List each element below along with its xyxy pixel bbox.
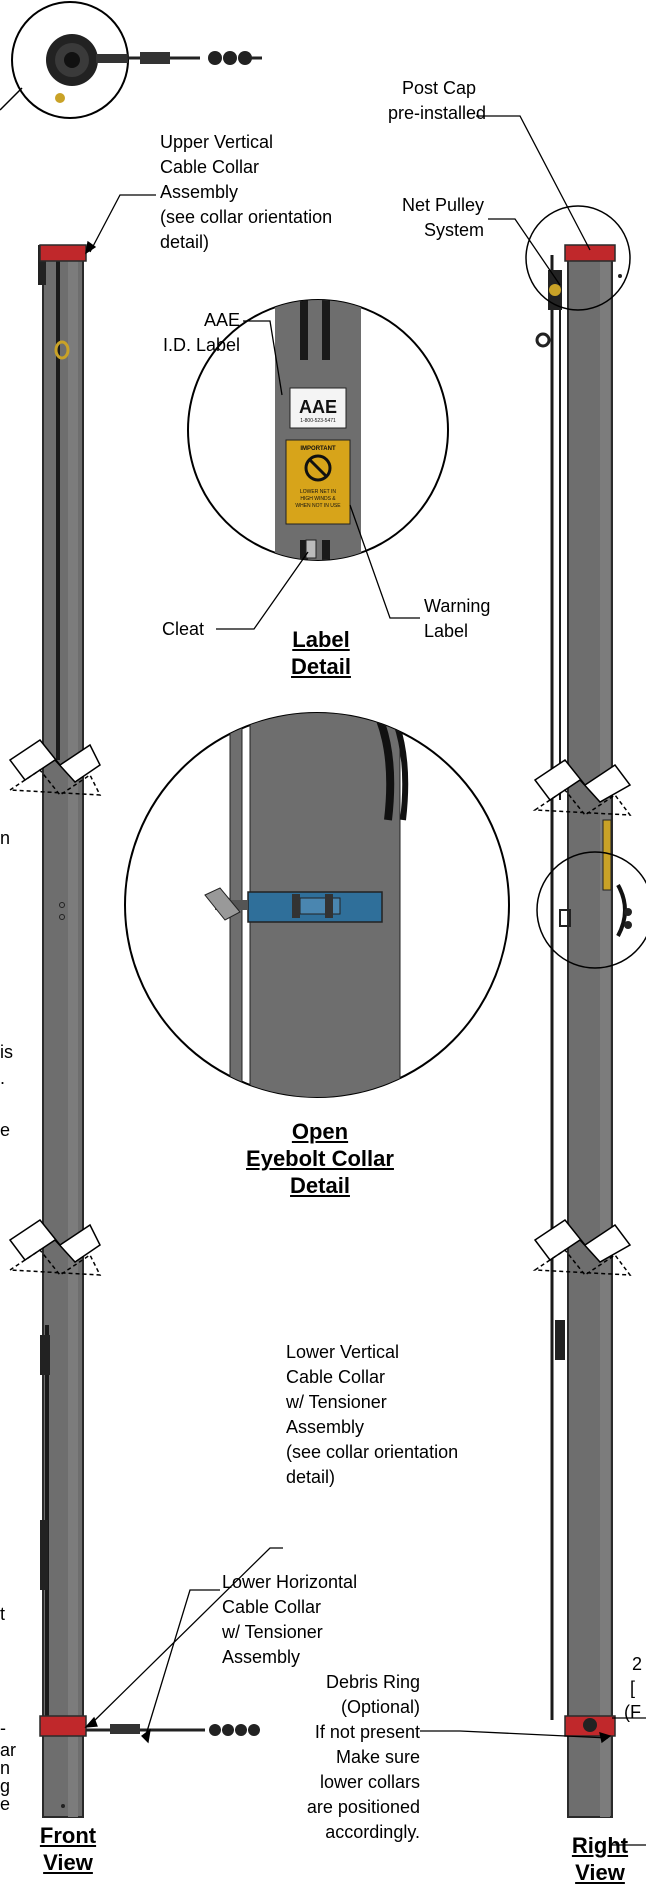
edge-text-left-10: e	[0, 1794, 11, 1814]
cleat-label: Cleat	[162, 619, 205, 639]
cleat-icon	[305, 539, 317, 559]
eyebolt-detail-circle	[124, 712, 510, 1098]
lower-collar	[39, 1715, 87, 1737]
net-hook-detail-circle	[0, 1, 262, 119]
aae-phone-text: 1-800-523-5471	[300, 418, 336, 424]
eyebolt-icon	[559, 884, 632, 937]
warning-label: Warning Label	[424, 596, 491, 641]
right-upper-collar	[564, 244, 616, 262]
aae-brand-text: AAE	[299, 397, 337, 417]
right-view-title: Right View	[571, 1833, 629, 1885]
right-break-marks	[532, 758, 632, 1277]
pulley-detail-circle	[525, 205, 631, 311]
warning-sign: IMPORTANT LOWER NET IN HIGH WINDS & WHEN…	[285, 439, 351, 525]
label-detail-circle: AAE 1-800-523-5471 IMPORTANT LOWER NET I…	[187, 299, 449, 561]
spring-hook-icon	[209, 1724, 260, 1736]
upper-collar-label: Upper Vertical Cable Collar Assembly (se…	[160, 132, 333, 252]
upper-collar	[39, 244, 87, 262]
aae-label: AAE I.D. Label	[162, 310, 240, 355]
no-symbol-icon	[304, 454, 332, 482]
right-view-pole	[535, 244, 622, 1818]
edge-text-left-4: e	[0, 1120, 11, 1140]
spring-hook-icon	[208, 51, 262, 65]
important-text: IMPORTANT	[300, 446, 336, 452]
label-detail-title: Label Detail	[291, 627, 351, 679]
net-pulley-label: Net Pulley System	[401, 195, 484, 240]
leader-lines	[84, 115, 612, 1744]
edge-text-left-2: is	[0, 1042, 13, 1062]
edge-text-left-6: -	[0, 1718, 6, 1738]
lower-vertical-label: Lower Vertical Cable Collar w/ Tensioner…	[286, 1342, 459, 1487]
pulley-icon	[535, 270, 562, 348]
eyebolt-collar	[204, 887, 383, 923]
front-view-title: Front View	[39, 1823, 97, 1875]
front-view-pole	[38, 244, 260, 1818]
svg-text:LOWER NET IN: LOWER NET IN	[300, 489, 336, 495]
front-break-marks	[7, 738, 102, 1277]
debris-ring-label: Debris Ring (Optional) If not present Ma…	[306, 1672, 420, 1842]
aae-id-label: AAE 1-800-523-5471	[289, 387, 347, 429]
post-cap-label: Post Cap pre-installed	[388, 78, 487, 123]
edge-text-left-9: g	[0, 1776, 11, 1796]
edge-text-left-5: t	[0, 1604, 6, 1624]
edge-text-right-3: (F	[624, 1702, 641, 1722]
edge-text-left-7: ar	[0, 1740, 17, 1760]
svg-text:HIGH WINDS &: HIGH WINDS &	[300, 496, 336, 502]
edge-text-right-2: [	[630, 1678, 636, 1698]
edge-text-left-3: .	[0, 1068, 6, 1088]
eyebolt-detail-title: Open Eyebolt Collar Detail	[246, 1119, 394, 1198]
right-eyebolt-detail-circle	[536, 851, 646, 969]
edge-text-left-8: n	[0, 1758, 11, 1778]
svg-text:WHEN NOT IN USE: WHEN NOT IN USE	[295, 503, 341, 509]
lower-horizontal-label: Lower Horizontal Cable Collar w/ Tension…	[222, 1572, 358, 1667]
edge-text-right-1: 2	[632, 1654, 643, 1674]
edge-text-left-1: n	[0, 828, 11, 848]
